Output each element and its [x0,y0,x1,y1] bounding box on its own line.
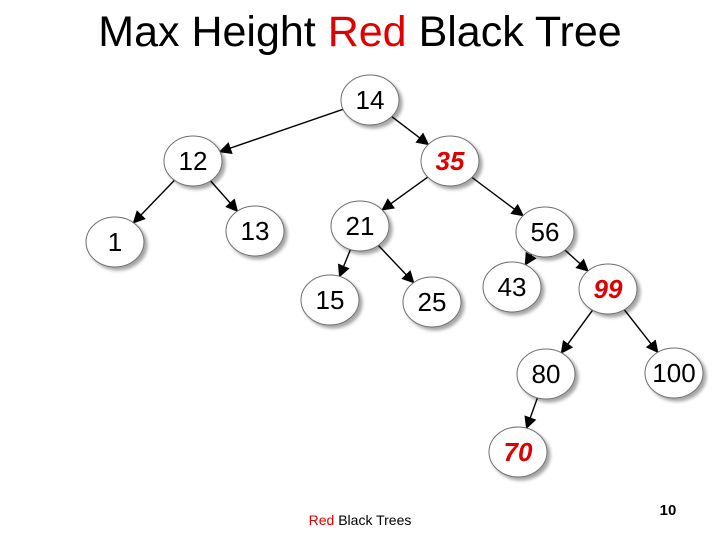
node-layer: 14 12 35 1 13 21 56 15 25 43 99 80 100 70 [85,74,704,478]
node-label-13: 13 [241,216,270,246]
node-circle-43 [482,261,542,313]
edge-80-to-70 [524,397,539,430]
slide-title: Max Height Red Black Tree [0,8,720,57]
node-label-43: 43 [498,272,527,302]
node-label-35: 35 [436,146,465,176]
node-circle-99 [578,263,638,315]
node-circle-56 [515,206,575,258]
node-label-25: 25 [418,287,447,317]
edge-56-to-99 [564,249,589,272]
node-label-99: 99 [594,274,623,304]
edge-99-to-80 [560,309,594,354]
tree-node-99: 99 [578,263,638,315]
edge-21-to-25 [377,244,415,284]
node-circle-80 [516,348,576,400]
tree-node-13: 13 [225,205,285,257]
footer-highlight: Red [308,512,335,528]
node-label-100: 100 [652,358,695,388]
node-circle-1 [85,216,145,268]
edge-layer [132,108,659,430]
node-label-70: 70 [504,437,533,467]
tree-node-70: 70 [488,426,548,478]
tree-node-21: 21 [330,200,390,252]
node-circle-25 [402,276,462,328]
node-circle-70 [488,426,548,478]
edge-56-to-43 [524,251,537,266]
title-prefix: Max Height [98,8,316,56]
edge-35-to-21 [381,176,429,211]
node-label-15: 15 [316,285,345,315]
edge-12-to-13 [210,180,239,213]
node-circle-12 [163,135,223,187]
tree-node-15: 15 [300,274,360,326]
tree-node-80: 80 [516,348,576,400]
node-label-80: 80 [532,359,561,389]
node-circle-100 [644,347,704,399]
page-number: 10 [659,502,677,519]
edge-99-to-100 [623,309,659,354]
tree-node-25: 25 [402,276,462,328]
tree-node-14: 14 [340,74,400,126]
footer-text: Red Black Trees [0,512,720,528]
node-circle-35 [420,135,480,187]
node-label-1: 1 [108,227,122,257]
tree-node-56: 56 [515,206,575,258]
edge-14-to-12 [218,108,344,154]
node-label-56: 56 [531,217,560,247]
node-label-14: 14 [356,85,385,115]
node-circle-14 [340,74,400,126]
edge-21-to-15 [337,249,352,278]
node-circle-13 [225,205,285,257]
edge-12-to-1 [132,179,175,224]
node-label-12: 12 [179,146,208,176]
tree-node-100: 100 [644,347,704,399]
tree-node-35: 35 [420,135,480,187]
title-highlight: Red [327,8,407,56]
edge-14-to-35 [391,116,430,146]
footer-rest: Black Trees [338,512,412,528]
node-circle-21 [330,200,390,252]
title-suffix: Black Tree [418,8,622,56]
edge-35-to-56 [471,176,525,217]
tree-node-12: 12 [163,135,223,187]
node-circle-15 [300,274,360,326]
node-label-21: 21 [346,211,375,241]
tree-node-43: 43 [482,261,542,313]
tree-node-1: 1 [85,216,145,268]
